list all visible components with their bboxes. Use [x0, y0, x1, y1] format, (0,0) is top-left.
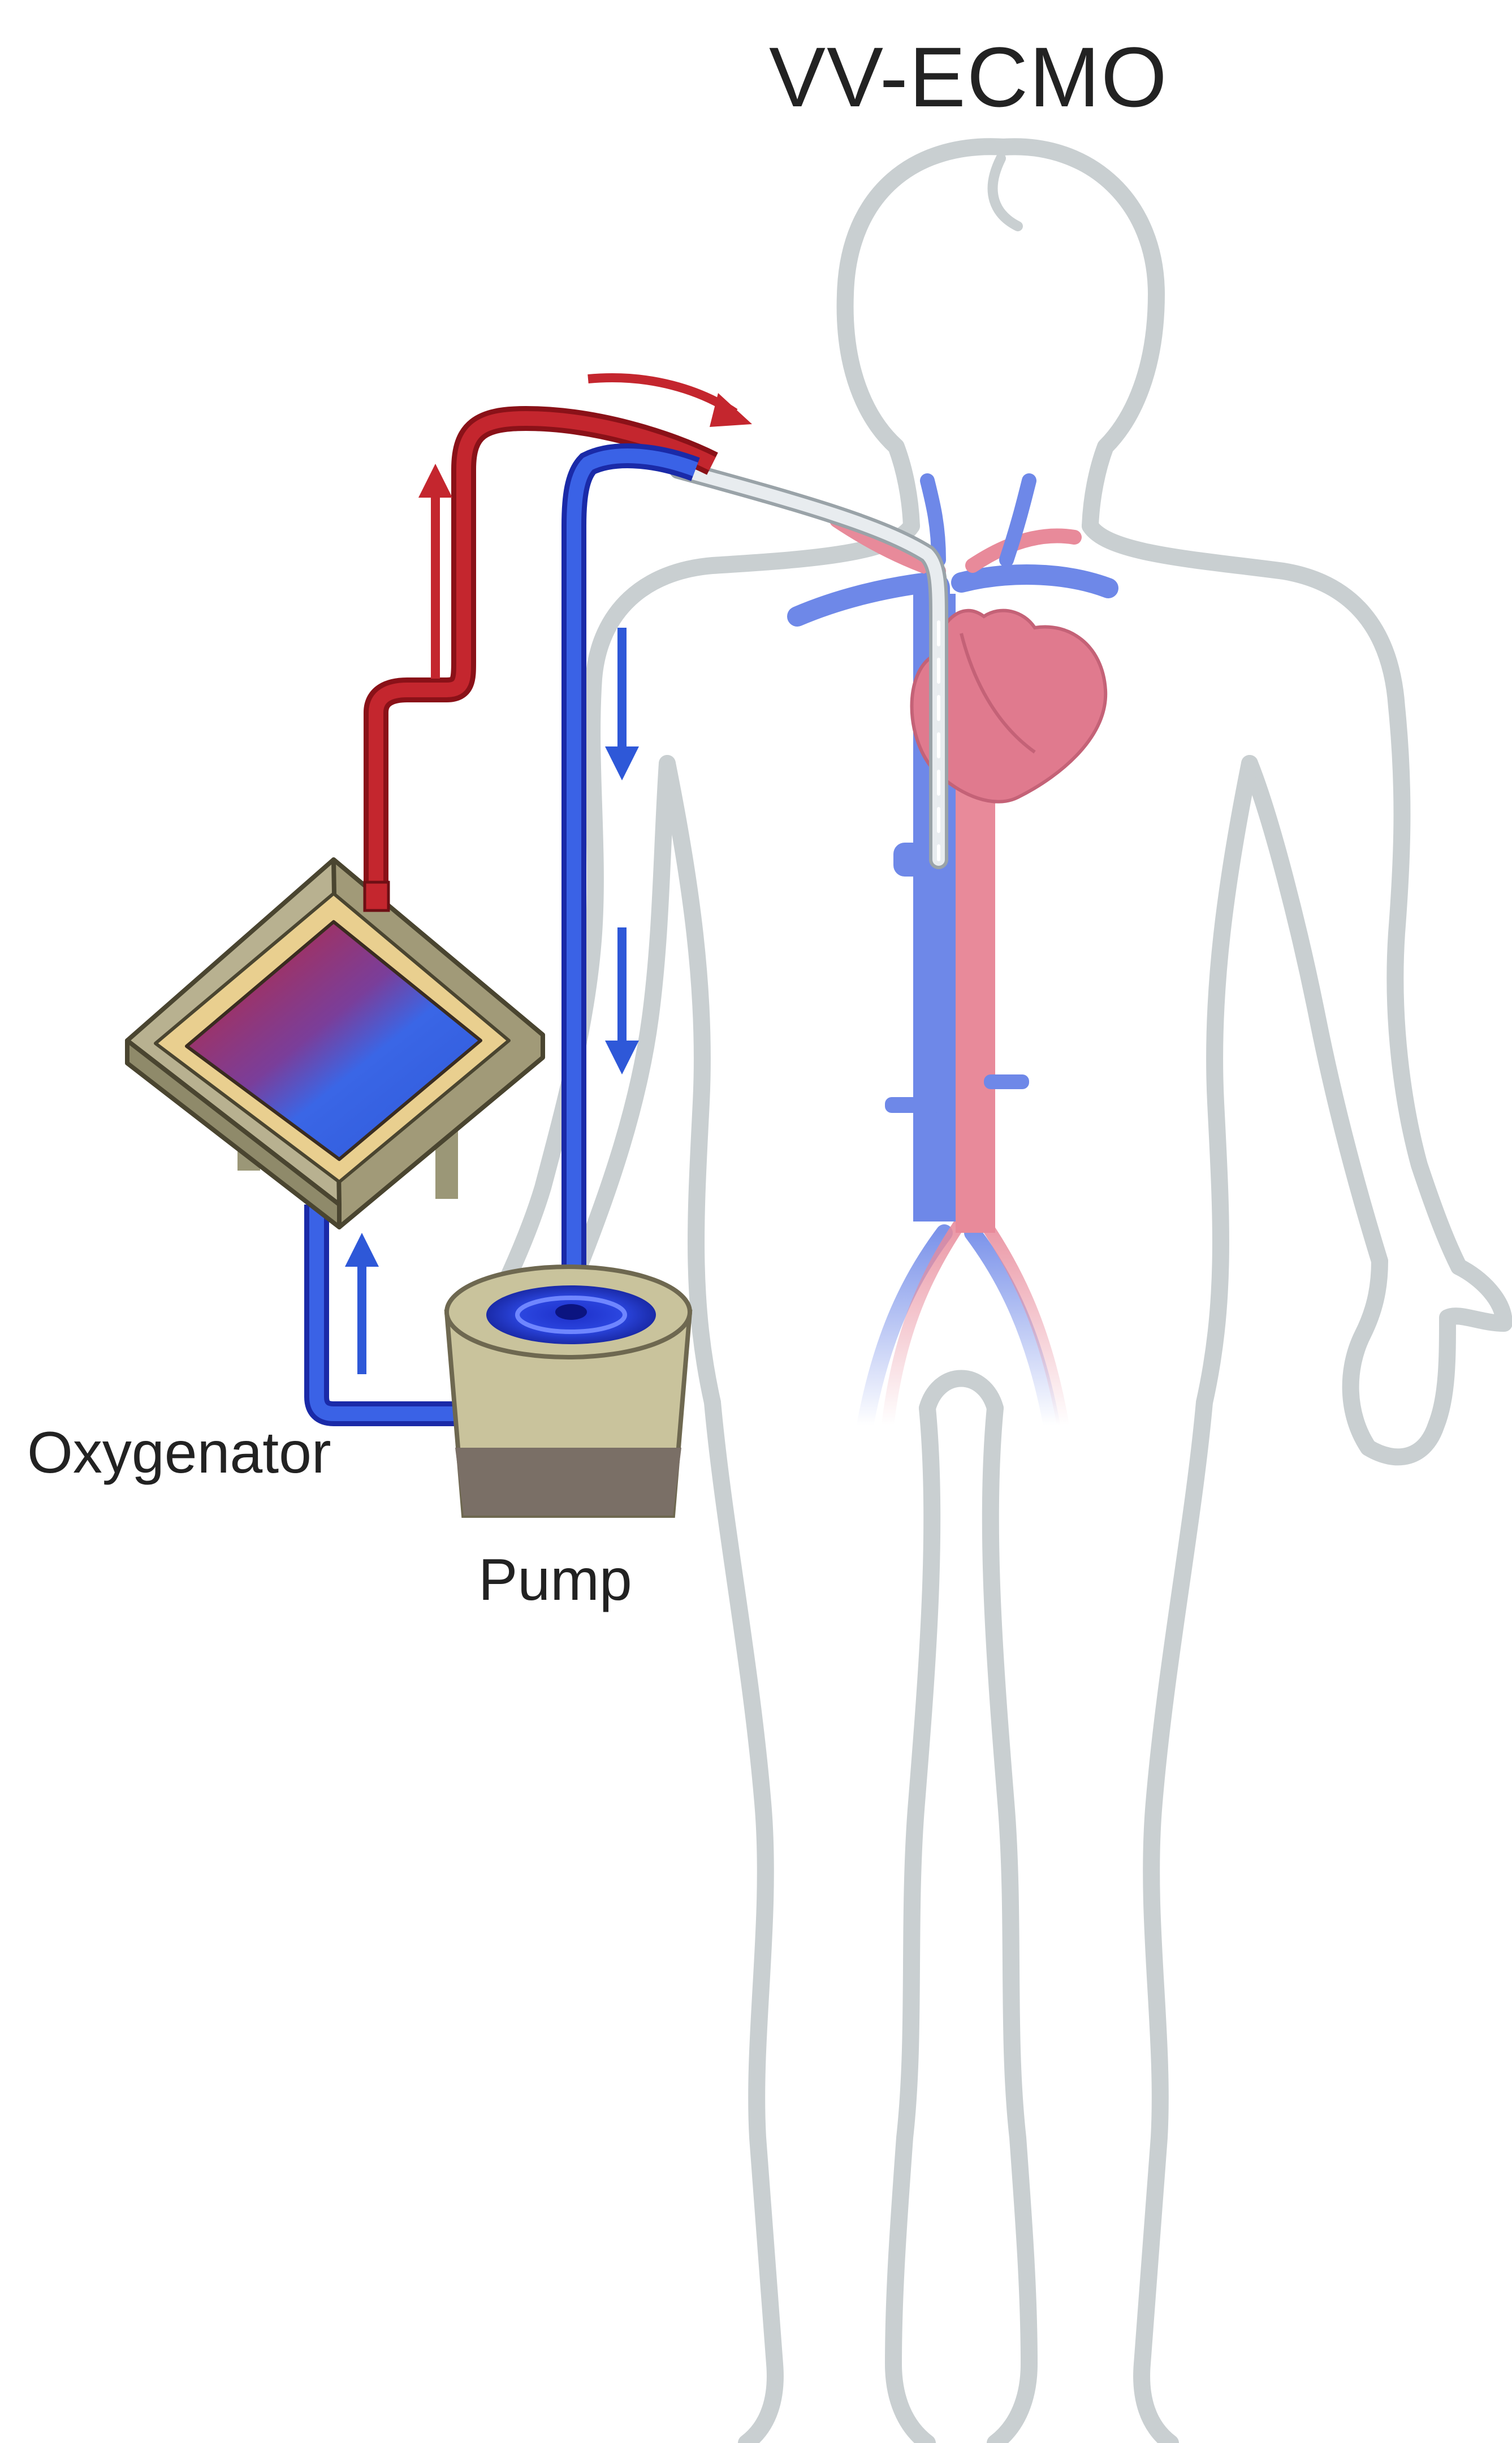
pump-label: Pump — [478, 1547, 632, 1614]
pump — [447, 1267, 690, 1516]
leg-vessels — [865, 1222, 1063, 1425]
left-leg — [712, 1402, 775, 2443]
diagram-title: VV-ECMO — [769, 28, 1168, 126]
hepatic-vein — [893, 843, 927, 877]
torso-right — [1204, 763, 1250, 1402]
right-shoulder-arm — [1090, 526, 1459, 1267]
oxygenator-label: Oxygenator — [27, 1419, 331, 1487]
right-hand — [1351, 1261, 1504, 1457]
head-outline — [845, 146, 1004, 526]
aorta — [956, 735, 995, 1233]
renal-vein-right — [984, 1074, 1029, 1089]
renal-vein-left — [885, 1097, 941, 1113]
right-leg — [1142, 1402, 1204, 2443]
oxygenator — [127, 860, 543, 1227]
pump-to-oxygenator-tube — [317, 1205, 464, 1414]
